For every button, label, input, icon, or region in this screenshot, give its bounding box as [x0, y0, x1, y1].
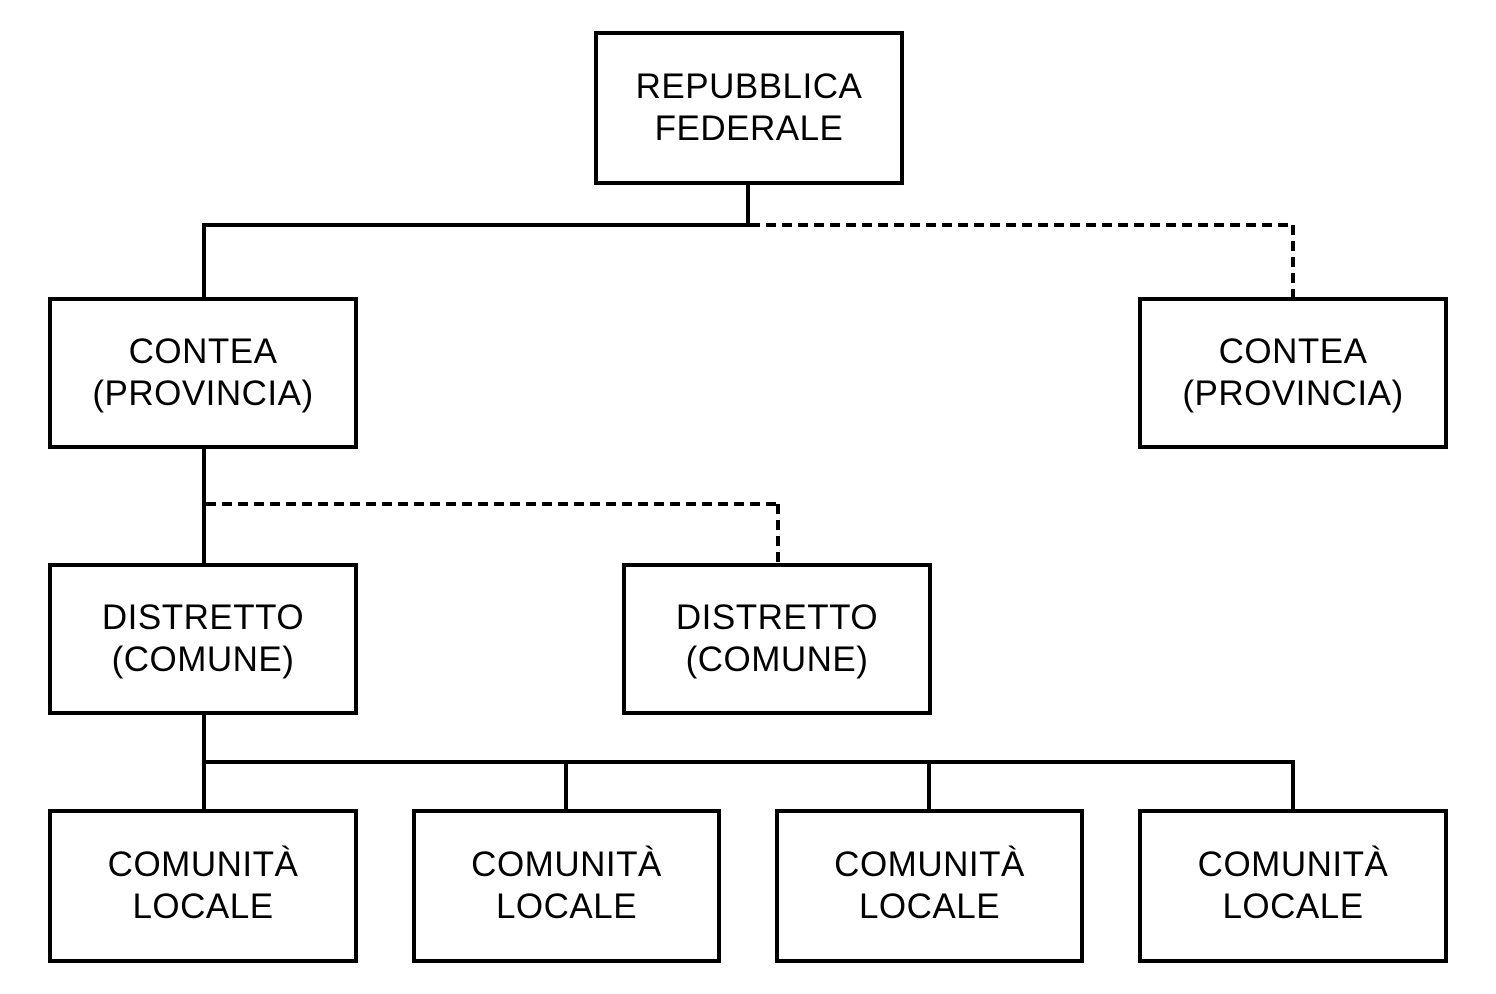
- node-label-line1: DISTRETTO: [101, 598, 305, 637]
- node-comunita-locale-1: COMUNITÀ LOCALE: [48, 809, 358, 963]
- node-comunita-locale-4: COMUNITÀ LOCALE: [1138, 809, 1448, 963]
- node-comunita-locale-3: COMUNITÀ LOCALE: [775, 809, 1084, 963]
- node-label-line1: DISTRETTO: [675, 598, 879, 637]
- node-label-line1: COMUNITÀ: [107, 845, 299, 884]
- node-label-line2: LOCALE: [132, 887, 274, 926]
- node-label-line2: (COMUNE): [111, 640, 295, 679]
- node-label-line2: (PROVINCIA): [92, 374, 314, 413]
- node-label-line1: CONTEA: [1218, 332, 1368, 371]
- node-label-line2: (PROVINCIA): [1182, 374, 1404, 413]
- node-contea-left: CONTEA (PROVINCIA): [48, 297, 358, 449]
- node-label-line1: CONTEA: [128, 332, 278, 371]
- node-comunita-locale-2: COMUNITÀ LOCALE: [412, 809, 721, 963]
- node-label-line2: LOCALE: [495, 887, 638, 926]
- node-label-line2: LOCALE: [1222, 887, 1364, 926]
- node-label-line1: REPUBBLICA: [635, 67, 863, 106]
- node-label-line2: (COMUNE): [685, 640, 869, 679]
- node-label-line1: COMUNITÀ: [1197, 845, 1389, 884]
- node-distretto-left: DISTRETTO (COMUNE): [48, 563, 358, 715]
- node-label-line1: COMUNITÀ: [834, 845, 1025, 884]
- node-distretto-right: DISTRETTO (COMUNE): [622, 563, 932, 715]
- node-label-line1: COMUNITÀ: [471, 845, 662, 884]
- node-label-line2: LOCALE: [858, 887, 1001, 926]
- node-label-line2: FEDERALE: [654, 109, 844, 148]
- node-contea-right: CONTEA (PROVINCIA): [1138, 297, 1448, 449]
- node-repubblica-federale: REPUBBLICA FEDERALE: [594, 31, 904, 185]
